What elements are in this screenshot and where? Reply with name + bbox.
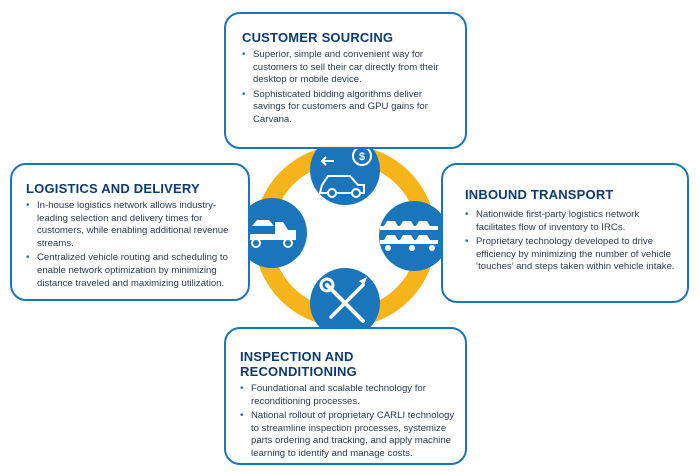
card-title: LOGISTICS AND DELIVERY [26, 181, 200, 196]
car-carrier-icon [379, 201, 449, 271]
bullet-item: In-house logistics network allows indust… [26, 200, 238, 250]
bullet-item: Centralized vehicle routing and scheduli… [26, 252, 238, 290]
bullet-list: Nationwide first-party logistics network… [465, 209, 675, 274]
bullet-list: Foundational and scalable technology for… [240, 383, 455, 461]
cycle-ring [254, 145, 436, 327]
inspection-reconditioning-card: INSPECTION AND RECONDITIONING Foundation… [224, 327, 467, 465]
logistics-delivery-card: LOGISTICS AND DELIVERY In-house logistic… [10, 163, 250, 301]
bullet-item: Sophisticated bidding algorithms deliver… [242, 89, 449, 127]
bullet-item: Nationwide first-party logistics network… [465, 209, 675, 234]
bullet-item: Superior, simple and convenient way for … [242, 49, 449, 87]
bullet-item: National rollout of proprietary CARLI te… [240, 410, 455, 460]
inbound-transport-card: INBOUND TRANSPORT Nationwide first-party… [441, 163, 689, 303]
bullet-item: Foundational and scalable technology for… [240, 383, 455, 408]
customer-sourcing-card: CUSTOMER SOURCING Superior, simple and c… [224, 12, 467, 149]
bullet-list: Superior, simple and convenient way for … [242, 49, 449, 127]
bullet-list: In-house logistics network allows indust… [26, 200, 238, 290]
card-title: INBOUND TRANSPORT [465, 187, 614, 202]
bullet-item: Proprietary technology developed to driv… [465, 236, 675, 274]
svg-text:$: $ [359, 151, 365, 163]
card-title: CUSTOMER SOURCING [242, 30, 394, 45]
card-title: INSPECTION AND RECONDITIONING [240, 349, 357, 379]
